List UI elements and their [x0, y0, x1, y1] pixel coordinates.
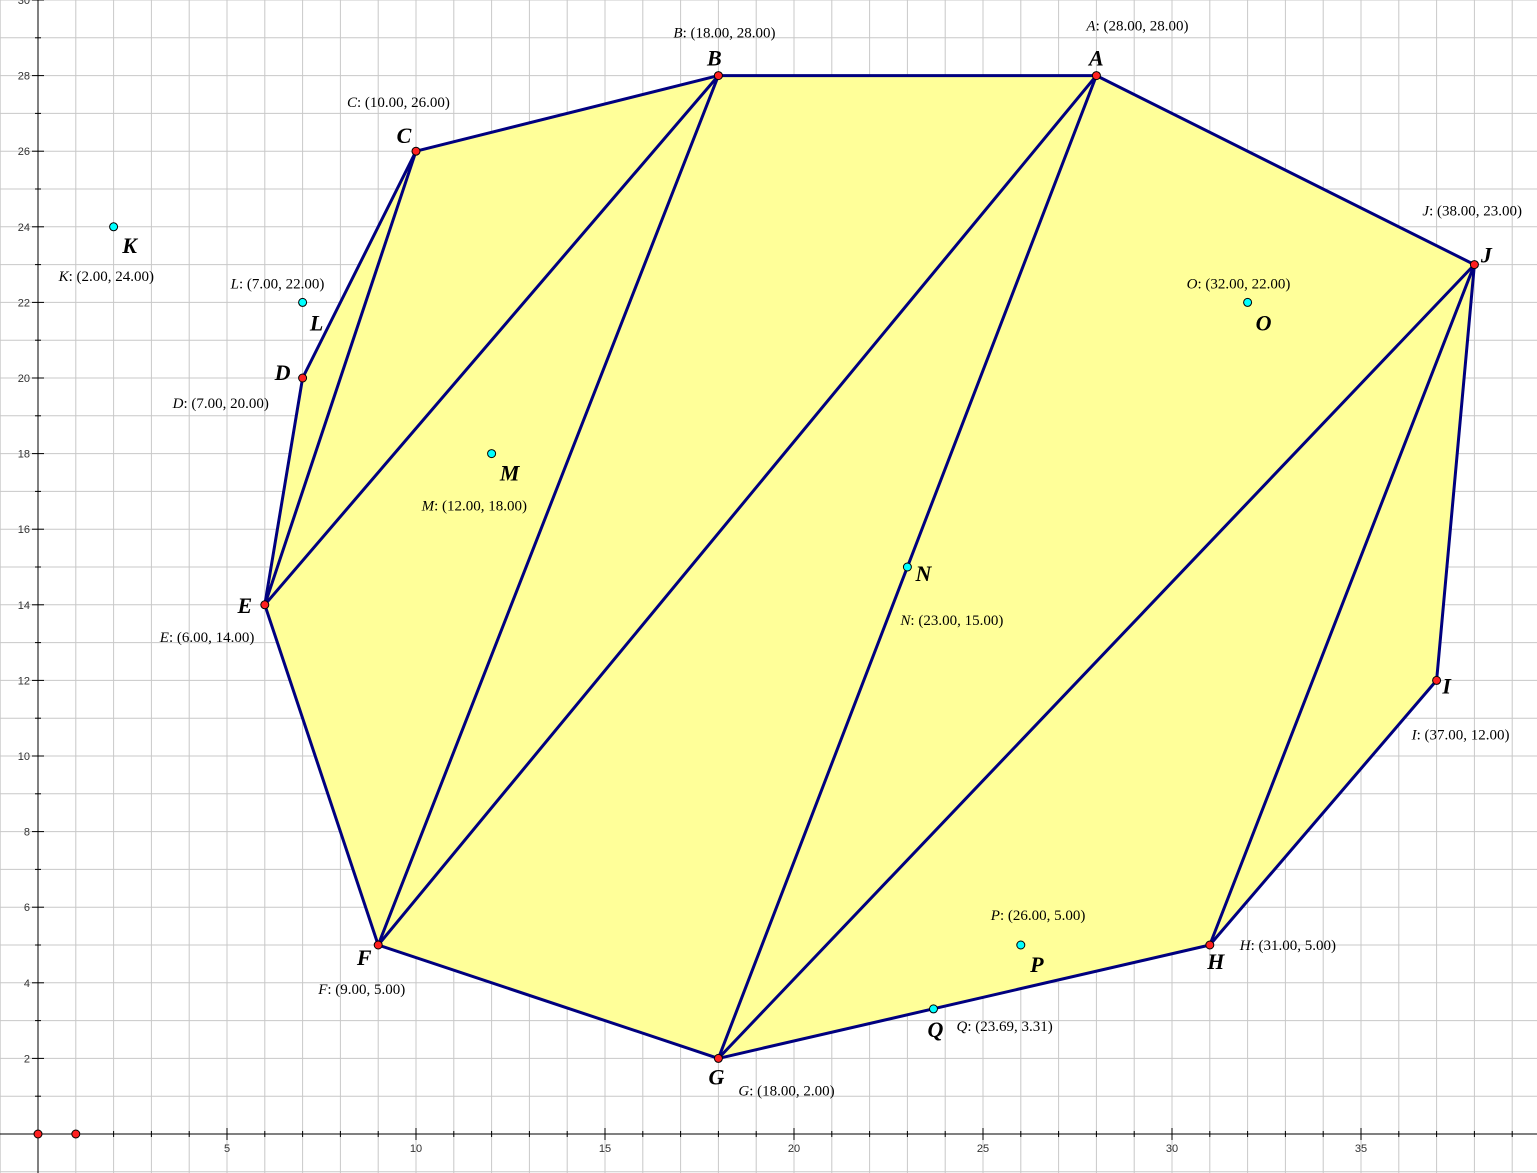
diagonal-AF[interactable]	[376, 74, 1098, 947]
decagon-polygon[interactable]	[264, 75, 1475, 1059]
point-coord-H: H: (31.00, 5.00)	[1239, 938, 1336, 954]
point-G[interactable]	[713, 1053, 723, 1063]
point-name-L: L	[309, 310, 323, 335]
y-tick-label: 8	[24, 827, 30, 839]
polygon-edges[interactable]	[263, 74, 1476, 1060]
y-tick-label: 22	[18, 297, 30, 309]
origin-point[interactable]	[71, 1129, 81, 1139]
point-N[interactable]	[902, 562, 912, 572]
edge-GH[interactable]	[716, 943, 1212, 1060]
point-name-N: N	[914, 561, 932, 586]
edge-FG[interactable]	[376, 943, 720, 1060]
y-tick-label: 2	[24, 1053, 30, 1065]
x-tick-label: 30	[1166, 1143, 1178, 1155]
triangulation-diagonals[interactable]	[263, 74, 1476, 1060]
point-L[interactable]	[298, 297, 308, 307]
point-name-E: E	[236, 593, 252, 618]
diagonal-JH[interactable]	[1208, 263, 1476, 947]
point-coord-D: D: (7.00, 20.00)	[172, 396, 269, 412]
y-tick-label: 10	[18, 751, 30, 763]
point-name-F: F	[356, 945, 372, 970]
point-J[interactable]	[1469, 260, 1479, 270]
edge-EF[interactable]	[263, 603, 380, 947]
y-tick-label: 28	[18, 71, 30, 83]
y-tick-label: 6	[24, 902, 30, 914]
point-name-A: A	[1087, 46, 1104, 71]
point-coord-Q: Q: (23.69, 3.31)	[956, 1019, 1052, 1035]
point-coord-N: N: (23.00, 15.00)	[899, 613, 1003, 629]
point-coord-G: G: (18.00, 2.00)	[738, 1083, 834, 1099]
point-D[interactable]	[298, 373, 308, 383]
point-coord-L: L: (7.00, 22.00)	[230, 276, 325, 292]
point-name-P: P	[1029, 952, 1044, 977]
point-coord-B: B: (18.00, 28.00)	[673, 26, 775, 42]
diagonal-CE[interactable]	[263, 149, 418, 607]
point-E[interactable]	[260, 600, 270, 610]
point-coord-K: K: (2.00, 24.00)	[58, 269, 154, 285]
point-B[interactable]	[713, 71, 723, 81]
y-tick-label: 12	[18, 675, 30, 687]
point-coord-F: F: (9.00, 5.00)	[317, 982, 405, 998]
y-tick-label: 30	[18, 0, 30, 7]
y-tick-label: 4	[24, 978, 30, 990]
edge-HI[interactable]	[1208, 678, 1439, 947]
point-coord-E: E: (6.00, 14.00)	[159, 630, 255, 646]
point-Q[interactable]	[928, 1004, 938, 1014]
point-coord-C: C: (10.00, 26.00)	[347, 95, 450, 111]
edge-IJ[interactable]	[1435, 263, 1476, 682]
point-name-C: C	[397, 123, 412, 148]
x-tick-label: 20	[788, 1143, 800, 1155]
x-tick-label: 10	[410, 1143, 422, 1155]
point-H[interactable]	[1205, 940, 1215, 950]
edge-DE[interactable]	[263, 376, 305, 607]
y-tick-label: 16	[18, 524, 30, 536]
point-labels: A A: (28.00, 28.00) B B: (18.00, 28.00) C C: …	[58, 19, 1522, 1100]
y-tick-label: 26	[18, 146, 30, 158]
point-name-Q: Q	[928, 1017, 944, 1042]
point-name-M: M	[499, 461, 521, 486]
y-tick-label: 18	[18, 449, 30, 461]
point-coord-A: A: (28.00, 28.00)	[1085, 19, 1188, 35]
point-name-D: D	[274, 360, 291, 385]
point-coord-P: P: (26.00, 5.00)	[990, 908, 1086, 924]
point-name-J: J	[1480, 243, 1493, 268]
point-coord-M: M: (12.00, 18.00)	[421, 499, 527, 515]
x-tick-label: 15	[599, 1143, 611, 1155]
y-tick-label: 20	[18, 373, 30, 385]
point-coord-J: J: (38.00, 23.00)	[1422, 204, 1522, 220]
edge-CD[interactable]	[301, 149, 418, 380]
point-A[interactable]	[1091, 71, 1101, 81]
point-name-O: O	[1256, 310, 1272, 335]
point-coord-O: O: (32.00, 22.00)	[1187, 276, 1291, 292]
point-name-G: G	[708, 1064, 724, 1089]
point-coord-I: I: (37.00, 12.00)	[1411, 727, 1510, 743]
point-K[interactable]	[109, 222, 119, 232]
edge-BC[interactable]	[414, 74, 720, 153]
x-tick-label: 25	[977, 1143, 989, 1155]
point-P[interactable]	[1016, 940, 1026, 950]
x-tick-label: 5	[224, 1143, 230, 1155]
point-C[interactable]	[411, 146, 421, 156]
points[interactable]	[33, 71, 1479, 1139]
diagonal-JG[interactable]	[716, 263, 1476, 1060]
point-name-K: K	[121, 233, 138, 258]
point-F[interactable]	[373, 940, 383, 950]
diagonal-BE[interactable]	[263, 74, 720, 607]
point-name-I: I	[1441, 673, 1452, 698]
diagonal-BF[interactable]	[376, 74, 720, 947]
y-tick-label: 14	[18, 600, 30, 612]
point-O[interactable]	[1243, 297, 1253, 307]
x-tick-label: 35	[1355, 1143, 1367, 1155]
point-name-H: H	[1206, 949, 1225, 974]
point-name-B: B	[706, 46, 722, 71]
edge-JA[interactable]	[1094, 74, 1476, 267]
point-I[interactable]	[1432, 675, 1442, 685]
point-M[interactable]	[487, 449, 497, 459]
y-tick-label: 24	[18, 222, 30, 234]
origin-point[interactable]	[33, 1129, 43, 1139]
